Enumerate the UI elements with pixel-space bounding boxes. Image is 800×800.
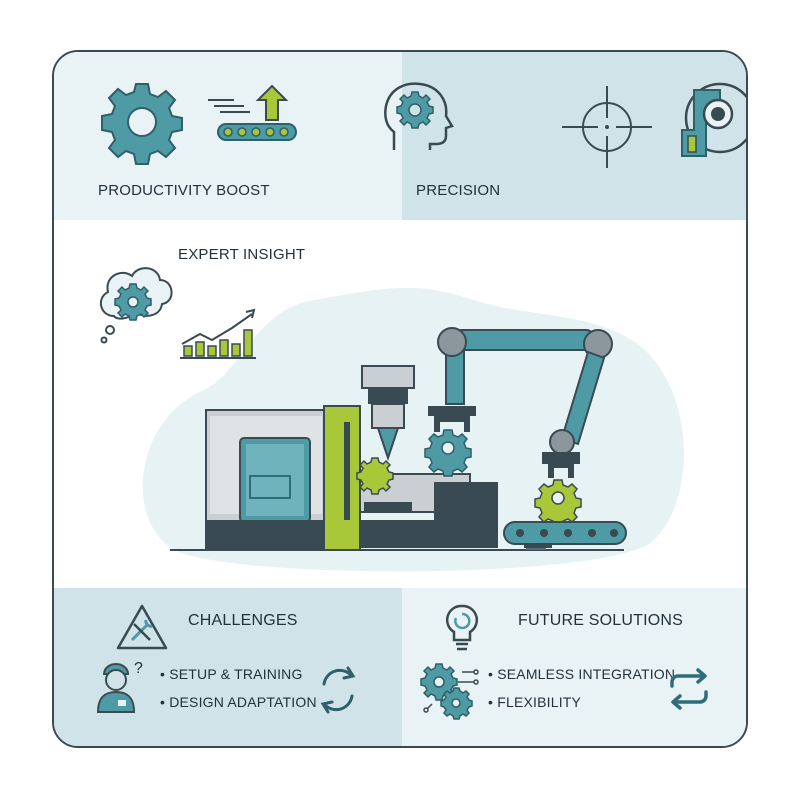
cycle-arrows-icon xyxy=(320,666,356,714)
gears-network-icon xyxy=(420,663,479,720)
challenge-item-1-text: SETUP & TRAINING xyxy=(169,666,303,682)
swap-arrows-icon xyxy=(670,668,708,710)
future-item-1: • SEAMLESS INTEGRATION xyxy=(488,666,676,682)
warning-tools-icon xyxy=(116,604,168,650)
crosshair-icon xyxy=(562,86,652,168)
robot-arm xyxy=(424,327,613,527)
challenge-item-1: • SETUP & TRAINING xyxy=(160,666,303,682)
question-mark: ? xyxy=(134,660,144,677)
productivity-panel: PRODUCTIVITY BOOST xyxy=(54,52,402,220)
worker-icon xyxy=(96,663,136,713)
challenges-title: CHALLENGES xyxy=(188,612,298,629)
future-item-1-text: SEAMLESS INTEGRATION xyxy=(497,666,676,682)
challenges-panel: CHALLENGES ? • SETUP & TRAINING • DESIGN… xyxy=(54,588,402,746)
cnc-machine xyxy=(205,365,498,551)
conveyor-belt xyxy=(503,521,627,550)
precision-label: PRECISION xyxy=(416,182,501,199)
expert-insight-label: EXPERT INSIGHT xyxy=(178,246,306,263)
thought-gear-icon xyxy=(99,267,173,344)
challenge-item-2: • DESIGN ADAPTATION xyxy=(160,694,317,710)
future-item-2: • FLEXIBILITY xyxy=(488,694,582,710)
lightbulb-icon xyxy=(445,604,479,651)
camera-lens-icon xyxy=(681,82,746,157)
future-solutions-title: FUTURE SOLUTIONS xyxy=(518,612,683,629)
precision-panel: PRECISION xyxy=(384,52,746,220)
growth-chart-icon xyxy=(180,308,256,359)
future-item-2-text: FLEXIBILITY xyxy=(497,694,582,710)
future-solutions-panel: FUTURE SOLUTIONS • SEAMLESS INTEGRATION … xyxy=(402,588,746,746)
productivity-boost-label: PRODUCTIVITY BOOST xyxy=(98,182,270,199)
infographic-frame: PRODUCTIVITY BOOST PRECISION xyxy=(52,50,748,748)
head-gear-icon xyxy=(384,82,454,150)
factory-scene xyxy=(99,267,684,572)
gear-icon xyxy=(101,83,183,165)
conveyor-arrow-icon xyxy=(208,84,297,141)
challenge-item-2-text: DESIGN ADAPTATION xyxy=(169,694,317,710)
